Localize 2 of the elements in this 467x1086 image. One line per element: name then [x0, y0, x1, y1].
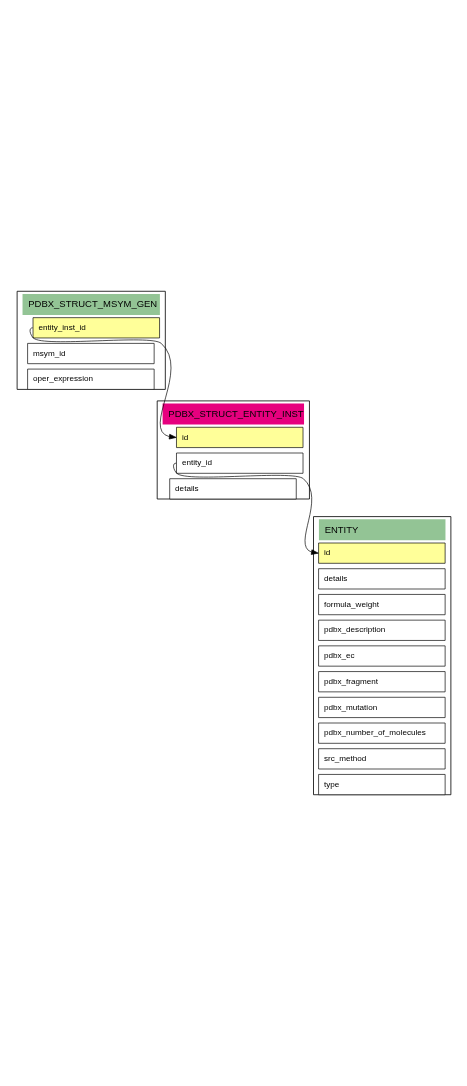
arrow — [29, 327, 176, 440]
arrow — [172, 462, 319, 555]
